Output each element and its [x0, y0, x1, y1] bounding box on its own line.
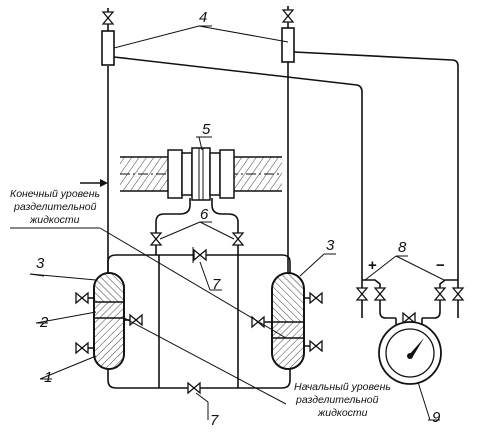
- svg-text:Конечный уровень: Конечный уровень: [10, 188, 100, 200]
- upper-header: [107, 247, 291, 278]
- callout-1: 1: [44, 369, 52, 386]
- svg-text:жидкости: жидкости: [29, 214, 80, 226]
- impulse-lines: [150, 198, 244, 255]
- plus-sign: +: [368, 257, 377, 274]
- svg-text:разделительной: разделительной: [13, 201, 97, 213]
- callout-5: 5: [202, 121, 211, 138]
- top-valve-left[interactable]: [102, 11, 114, 25]
- flow-arrow: [80, 179, 108, 187]
- valve-minus-branch[interactable]: [434, 287, 446, 301]
- drain-valve-left-upper[interactable]: [75, 292, 89, 304]
- note-initial-level: Начальный уровень разделительной жидкост…: [294, 381, 391, 419]
- callout-3-right: 3: [326, 237, 335, 254]
- valve-plus-line[interactable]: [356, 287, 368, 301]
- svg-text:Начальный уровень: Начальный уровень: [294, 381, 391, 393]
- main-pipeline: [120, 147, 282, 201]
- manometer-lines: [113, 51, 464, 330]
- shutoff-valve-left-impulse[interactable]: [150, 232, 162, 246]
- drain-valve-right-lower[interactable]: [309, 340, 323, 352]
- note-final-level: Конечный уровень разделительной жидкости: [10, 188, 100, 226]
- svg-text:жидкости: жидкости: [317, 407, 368, 419]
- lower-header: [107, 255, 291, 394]
- top-valve-right[interactable]: [282, 9, 294, 23]
- callout-4: 4: [199, 9, 207, 26]
- drain-valve-left-lower[interactable]: [75, 342, 89, 354]
- equalizing-valve-top[interactable]: [193, 249, 207, 261]
- valve-plus-branch[interactable]: [374, 287, 386, 301]
- differential-manometer: [378, 321, 442, 385]
- equalizing-valve-bottom[interactable]: [187, 382, 201, 394]
- svg-text:разделительной: разделительной: [295, 394, 379, 406]
- separating-vessel-right: [251, 272, 323, 370]
- risers: [101, 6, 295, 273]
- callout-7-bottom: 7: [210, 412, 219, 429]
- callout-9: 9: [432, 409, 441, 426]
- shutoff-valve-right-impulse[interactable]: [232, 232, 244, 246]
- callout-6: 6: [200, 206, 209, 223]
- callout-3-left: 3: [36, 255, 45, 272]
- minus-sign: −: [436, 257, 445, 274]
- valve-minus-line[interactable]: [452, 287, 464, 301]
- leader-lines: [10, 25, 445, 421]
- drain-valve-right-upper[interactable]: [309, 292, 323, 304]
- vent-valve-left[interactable]: [129, 314, 143, 326]
- separating-vessel-left: [75, 272, 143, 370]
- callout-2: 2: [39, 314, 49, 331]
- callout-8: 8: [398, 239, 407, 256]
- callout-7-top: 7: [212, 276, 221, 293]
